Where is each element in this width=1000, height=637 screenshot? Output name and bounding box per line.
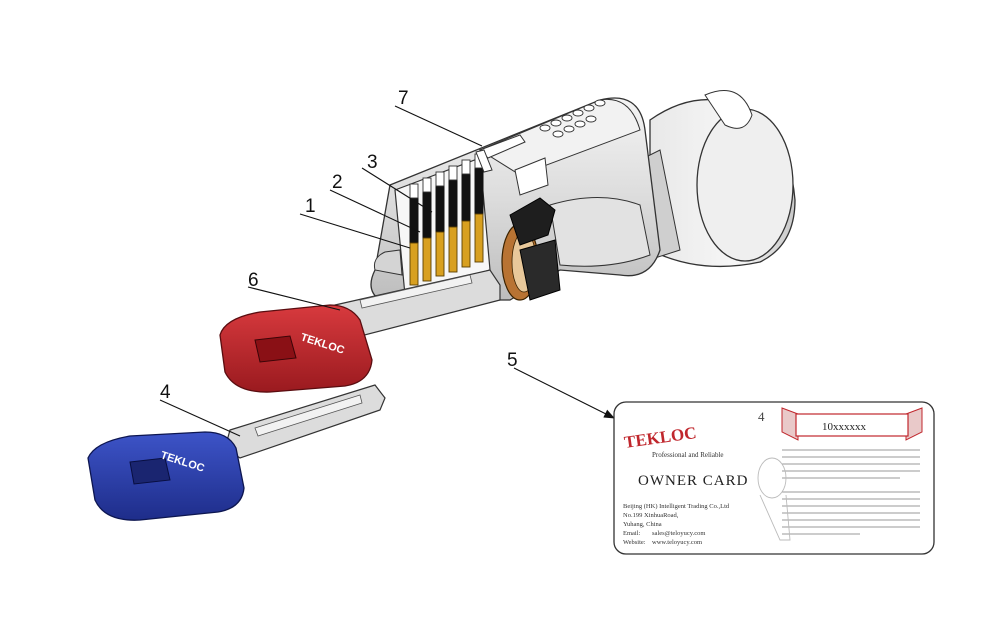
callout-6: 6 bbox=[248, 270, 259, 291]
card-address1: No.199 XinhuaRoad, bbox=[623, 512, 679, 519]
callout-leaders bbox=[159, 105, 615, 437]
card-email-value: sales@teloyucy.com bbox=[652, 530, 705, 537]
card-watermark bbox=[757, 457, 791, 541]
red-key: TEKLOC bbox=[219, 269, 501, 393]
card-address2: Yuhang, China bbox=[623, 521, 662, 528]
callout-3: 3 bbox=[367, 152, 378, 173]
callout-1: 1 bbox=[305, 196, 316, 217]
card-email-label: Email: bbox=[623, 530, 641, 537]
callout-7: 7 bbox=[398, 88, 409, 109]
owner-card: TEKLOC Professional and Reliable OWNER C… bbox=[613, 401, 935, 555]
card-fine-print bbox=[782, 449, 920, 535]
card-website-value: www.teloyucy.com bbox=[652, 539, 702, 546]
thumb-turn-knob bbox=[639, 90, 796, 268]
cam-assembly bbox=[501, 197, 561, 301]
card-tagline: Professional and Reliable bbox=[652, 451, 724, 459]
card-serial: 10xxxxxx bbox=[822, 421, 867, 433]
card-title: OWNER CARD bbox=[638, 473, 748, 489]
pin-stack-cutaway bbox=[394, 134, 526, 296]
card-company: Beijing (HK) Intelligent Trading Co.,Ltd bbox=[623, 503, 730, 510]
callout-2: 2 bbox=[332, 172, 343, 193]
callout-5: 5 bbox=[507, 350, 518, 371]
card-website-label: Website: bbox=[623, 539, 646, 546]
card-corner-number: 4 bbox=[758, 409, 765, 424]
callout-4: 4 bbox=[160, 382, 171, 403]
blue-key: TEKLOC bbox=[87, 384, 386, 521]
